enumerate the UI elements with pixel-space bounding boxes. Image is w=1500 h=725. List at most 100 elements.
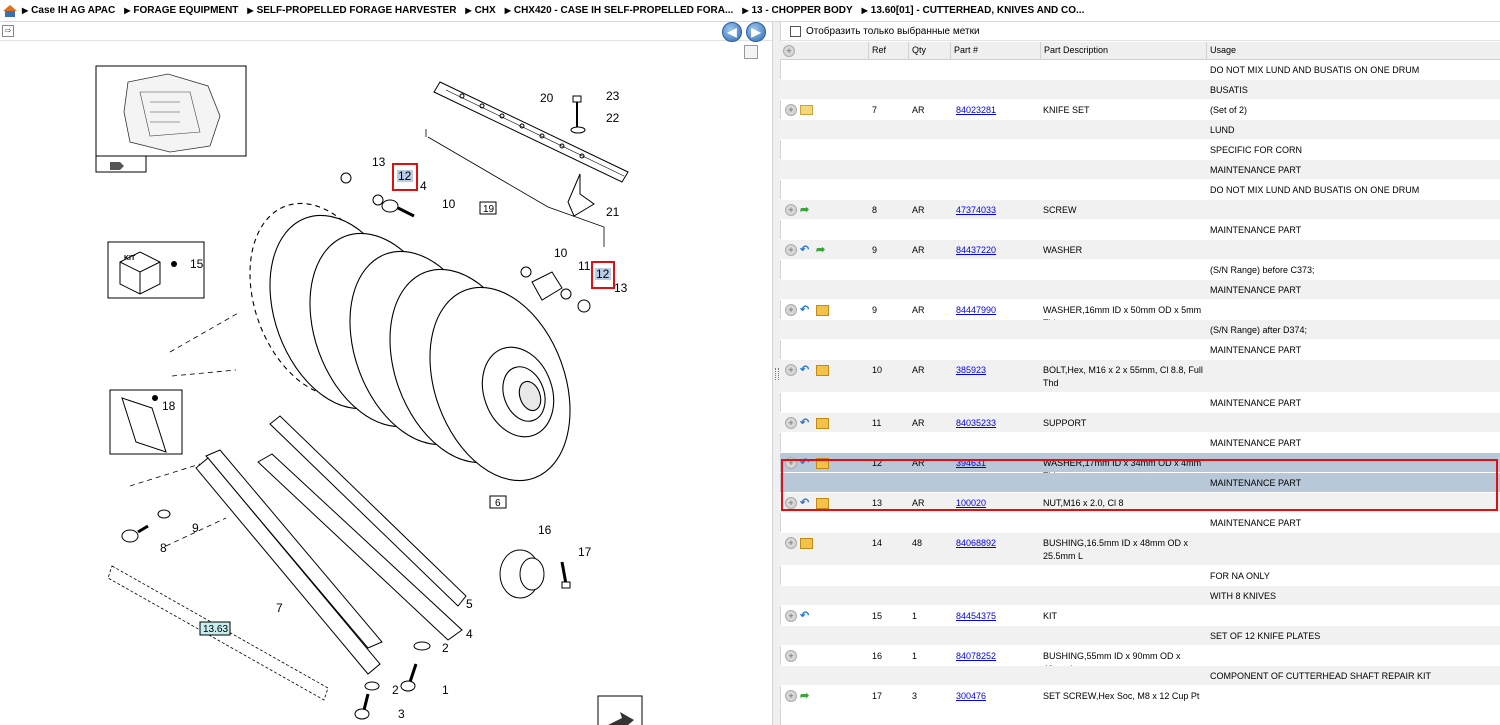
washer[interactable] bbox=[570, 126, 586, 134]
part-number-link[interactable]: 385923 bbox=[956, 365, 987, 375]
breadcrumb-item[interactable]: ▶13.60[01] - CUTTERHEAD, KNIVES AND CO..… bbox=[861, 5, 1085, 16]
forward-reference-icon[interactable]: ➦ bbox=[800, 689, 810, 702]
expand-row-icon[interactable]: + bbox=[785, 457, 797, 469]
part-usage-row[interactable]: MAINTENANCE PART bbox=[780, 513, 1500, 533]
expand-panel-icon[interactable]: ⇨ bbox=[2, 25, 14, 37]
select-all-checkbox[interactable] bbox=[744, 45, 758, 59]
part-number-link[interactable]: 47374033 bbox=[956, 205, 997, 215]
next-diagram-icon[interactable] bbox=[597, 695, 643, 725]
expand-row-icon[interactable]: + bbox=[785, 497, 797, 509]
part-number-link[interactable]: 84078252 bbox=[956, 651, 997, 661]
part-usage-row[interactable]: MAINTENANCE PART bbox=[780, 433, 1500, 453]
breadcrumb-item[interactable]: ▶CHX bbox=[465, 5, 496, 16]
callout-8[interactable]: 8 bbox=[160, 541, 167, 555]
support-bracket[interactable] bbox=[567, 173, 595, 217]
previous-page-button[interactable]: ◀ bbox=[722, 22, 742, 42]
expand-row-icon[interactable]: + bbox=[785, 204, 797, 216]
expand-row-icon[interactable]: + bbox=[785, 610, 797, 622]
part-number-link[interactable]: 84437220 bbox=[956, 245, 997, 255]
bolt[interactable] bbox=[354, 693, 370, 720]
breadcrumb-item[interactable]: ▶FORAGE EQUIPMENT bbox=[124, 5, 239, 16]
machine-thumbnail[interactable] bbox=[95, 65, 247, 173]
back-reference-icon[interactable]: ↶ bbox=[800, 303, 810, 316]
part-number-link[interactable]: 100020 bbox=[956, 498, 987, 508]
expand-row-icon[interactable]: + bbox=[785, 244, 797, 256]
part-number-link[interactable]: 84023281 bbox=[956, 105, 997, 115]
callout-22[interactable]: 22 bbox=[606, 111, 620, 125]
package-icon[interactable] bbox=[816, 457, 829, 469]
callout-10[interactable]: 10 bbox=[554, 246, 568, 260]
callout-18[interactable]: 18 bbox=[162, 399, 176, 413]
part-number-link[interactable]: 394631 bbox=[956, 458, 987, 468]
show-selected-only-checkbox[interactable] bbox=[790, 25, 801, 37]
callout-13[interactable]: 13 bbox=[372, 155, 386, 169]
callout-3[interactable]: 3 bbox=[398, 707, 405, 721]
expand-row-icon[interactable]: + bbox=[785, 304, 797, 316]
part-usage-row[interactable]: MAINTENANCE PART bbox=[780, 280, 1500, 300]
package-icon[interactable] bbox=[816, 304, 829, 316]
part-usage-row[interactable]: (S/N Range) after D374; bbox=[780, 320, 1500, 340]
set-screw[interactable] bbox=[560, 561, 571, 589]
cross-reference-tag[interactable]: 13.63 bbox=[203, 624, 228, 635]
part-usage-row[interactable]: DO NOT MIX LUND AND BUSATIS ON ONE DRUM bbox=[780, 180, 1500, 200]
callout-6[interactable]: 6 bbox=[495, 498, 501, 509]
cutterhead-drum[interactable] bbox=[225, 184, 596, 500]
support[interactable] bbox=[520, 266, 591, 313]
part-usage-row[interactable]: MAINTENANCE PART bbox=[780, 160, 1500, 180]
part-usage-row[interactable]: WITH 8 KNIVES bbox=[780, 586, 1500, 606]
column-header-ref[interactable]: Ref bbox=[868, 42, 908, 59]
callout-1[interactable]: 1 bbox=[442, 683, 449, 697]
part-usage-row[interactable]: SPECIFIC FOR CORN bbox=[780, 140, 1500, 160]
callout-7[interactable]: 7 bbox=[276, 601, 283, 615]
part-usage-row[interactable]: DO NOT MIX LUND AND BUSATIS ON ONE DRUM bbox=[780, 60, 1500, 80]
callout-23[interactable]: 23 bbox=[606, 89, 620, 103]
callout-4[interactable]: 4 bbox=[466, 627, 473, 641]
part-number-link[interactable]: 300476 bbox=[956, 691, 987, 701]
nut[interactable] bbox=[340, 172, 384, 206]
expand-row-icon[interactable]: + bbox=[785, 537, 797, 549]
expand-all-icon[interactable]: + bbox=[783, 45, 795, 57]
breadcrumb-item[interactable]: ▶13 - CHOPPER BODY bbox=[742, 5, 853, 16]
back-reference-icon[interactable]: ↶ bbox=[800, 243, 810, 256]
callout-16[interactable]: 16 bbox=[538, 523, 552, 537]
knife-bar[interactable] bbox=[433, 81, 629, 183]
part-usage-row[interactable]: FOR NA ONLY bbox=[780, 566, 1500, 586]
callout-19[interactable]: 19 bbox=[483, 204, 495, 215]
back-reference-icon[interactable]: ↶ bbox=[800, 496, 810, 509]
callout-4[interactable]: 4 bbox=[420, 179, 427, 193]
callout-21[interactable]: 21 bbox=[606, 205, 620, 219]
callout-10[interactable]: 10 bbox=[442, 197, 456, 211]
folder-icon[interactable] bbox=[800, 105, 813, 115]
callout-9[interactable]: 9 bbox=[192, 521, 199, 535]
callout-17[interactable]: 17 bbox=[578, 545, 592, 559]
expand-row-icon[interactable]: + bbox=[785, 417, 797, 429]
washer[interactable] bbox=[413, 641, 431, 651]
kit-box[interactable] bbox=[107, 241, 205, 299]
home-icon[interactable] bbox=[3, 4, 17, 17]
callout-13[interactable]: 13 bbox=[614, 281, 628, 295]
callout-20[interactable]: 20 bbox=[540, 91, 554, 105]
next-page-button[interactable]: ▶ bbox=[746, 22, 766, 42]
breadcrumb-item[interactable]: ▶SELF-PROPELLED FORAGE HARVESTER bbox=[247, 5, 457, 16]
bolt[interactable] bbox=[381, 199, 415, 218]
expand-row-icon[interactable]: + bbox=[785, 104, 797, 116]
part-number-link[interactable]: 84454375 bbox=[956, 611, 997, 621]
bolt[interactable] bbox=[400, 663, 418, 692]
part-usage-row[interactable]: MAINTENANCE PART bbox=[780, 340, 1500, 360]
column-header-description[interactable]: Part Description bbox=[1040, 42, 1206, 59]
part-usage-row[interactable]: BUSATIS bbox=[780, 80, 1500, 100]
forward-reference-icon[interactable]: ➦ bbox=[816, 243, 826, 256]
back-reference-icon[interactable]: ↶ bbox=[800, 363, 810, 376]
washer[interactable] bbox=[364, 681, 380, 691]
